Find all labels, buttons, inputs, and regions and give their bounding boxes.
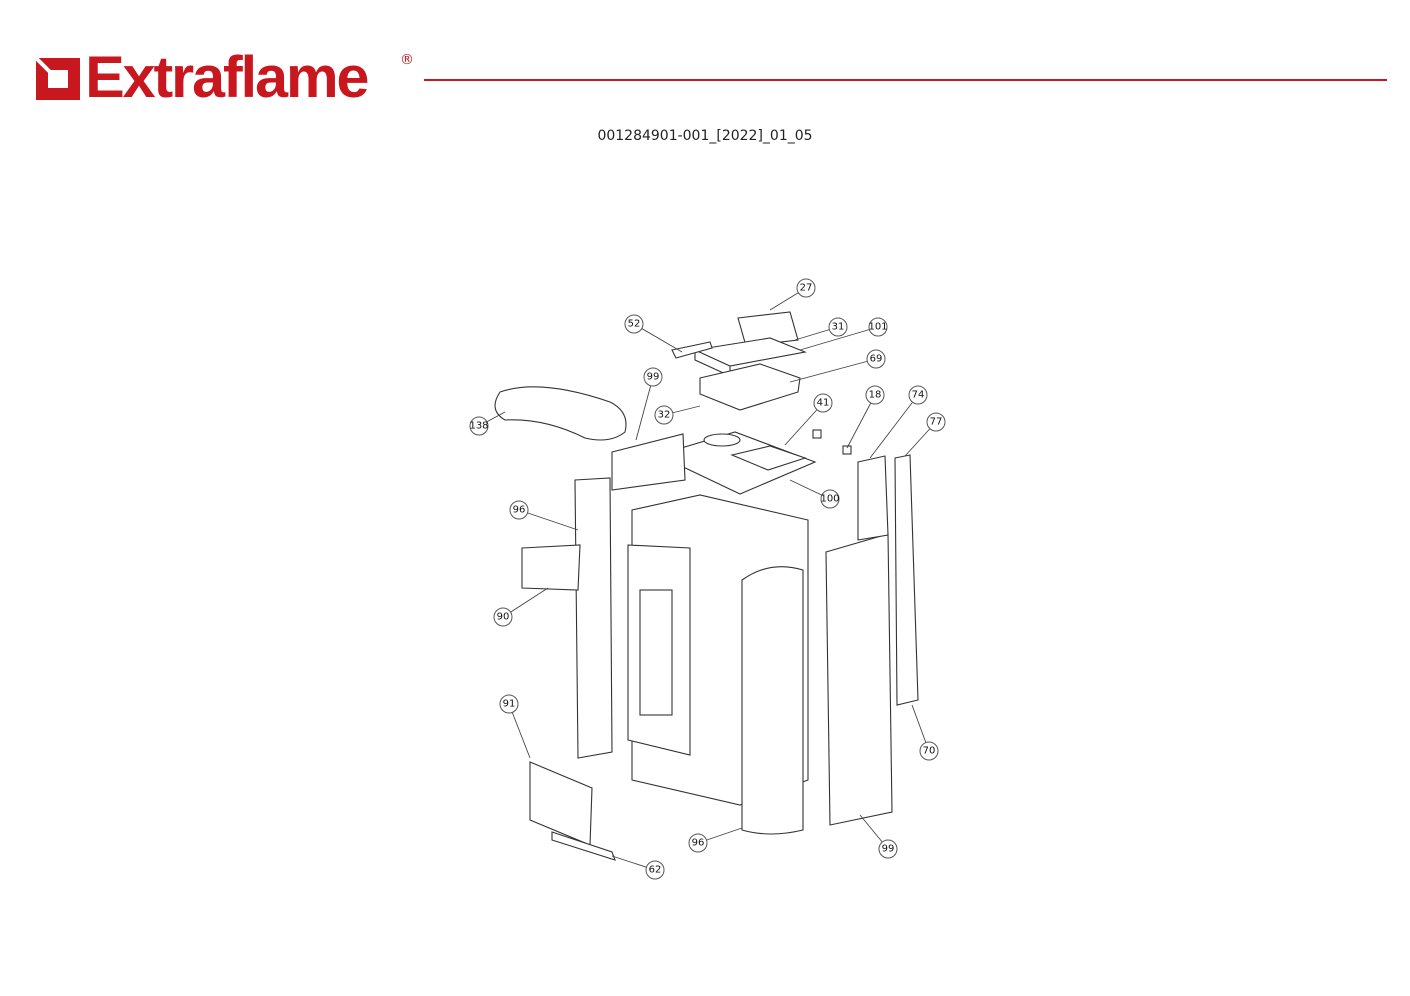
callout-99: 99 (859, 814, 898, 859)
part-90 (521, 544, 581, 591)
callout-99: 99 (635, 367, 663, 441)
callout-96: 96 (509, 500, 579, 531)
part-62 (551, 831, 616, 861)
part-99-right (825, 533, 893, 826)
callouts: 27 52 31 101 69 99 32 41 18 74 77 138 100 96 90 91 70 96 9… (469, 278, 946, 880)
brand-logo-mark-icon (34, 56, 80, 100)
callout-bubble (469, 416, 489, 436)
callout-label: 99 (647, 372, 660, 383)
callout-label: 18 (869, 390, 882, 401)
callout-bubble (624, 314, 644, 334)
callout-27: 27 (769, 278, 816, 311)
part-138 (494, 386, 627, 441)
callout-bubble (643, 367, 663, 387)
part-69 (699, 363, 801, 411)
callout-41: 41 (784, 393, 833, 446)
callout-62: 62 (611, 855, 665, 880)
callout-label: 69 (870, 354, 883, 365)
callout-bubble (919, 741, 939, 761)
callout-leader-line (508, 703, 531, 759)
callout-69: 69 (789, 349, 886, 383)
callout-label: 101 (868, 322, 887, 333)
part-74 (857, 455, 889, 541)
callout-bubble (866, 349, 886, 369)
callout-label: 31 (832, 322, 845, 333)
callout-label: 138 (469, 421, 488, 432)
callout-leader-line (518, 509, 579, 531)
brand-logo: Extraflame (34, 45, 369, 110)
callout-bubble (865, 385, 885, 405)
part-27 (737, 311, 799, 347)
brand-name: Extraflame (85, 45, 369, 110)
callout-70: 70 (911, 704, 939, 761)
callout-label: 74 (912, 390, 925, 401)
callout-leader-line (869, 394, 919, 459)
callout-label: 96 (513, 505, 526, 516)
callout-bubble (509, 500, 529, 520)
part-99-top (611, 433, 686, 491)
callout-31: 31 (794, 317, 848, 341)
callout-bubble (868, 317, 888, 337)
callout-100: 100 (789, 479, 840, 509)
header-rule (424, 79, 1387, 81)
part-91 (529, 761, 593, 846)
callout-label: 41 (817, 398, 830, 409)
callout-bubble (926, 412, 946, 432)
registered-mark: ® (400, 52, 414, 68)
part-52 (671, 341, 713, 359)
callout-bubble (828, 317, 848, 337)
callout-bubble (688, 833, 708, 853)
callout-bubble (878, 839, 898, 859)
callout-77: 77 (904, 412, 946, 457)
callout-90: 90 (493, 587, 549, 627)
callout-label: 100 (820, 494, 839, 505)
callout-91: 91 (499, 694, 531, 759)
callout-96: 96 (688, 827, 743, 853)
callout-bubble (820, 489, 840, 509)
callout-bubble (493, 607, 513, 627)
callout-32: 32 (654, 405, 701, 425)
callout-label: 52 (628, 319, 641, 330)
callout-label: 99 (882, 844, 895, 855)
callout-bubble (499, 694, 519, 714)
part-96-front (741, 566, 804, 835)
callout-label: 62 (649, 865, 662, 876)
callout-bubble (645, 860, 665, 880)
part-77-70 (894, 454, 919, 706)
callout-label: 90 (497, 612, 510, 623)
callout-leader-line (789, 358, 877, 383)
callout-bubble (908, 385, 928, 405)
callout-74: 74 (869, 385, 928, 459)
parts-drawing (494, 311, 919, 861)
callout-leader-line (799, 326, 879, 351)
callout-label: 96 (692, 838, 705, 849)
callout-label: 77 (930, 417, 943, 428)
callout-leader-line (635, 376, 654, 441)
callout-label: 70 (923, 746, 936, 757)
callout-18: 18 (846, 385, 885, 449)
callout-101: 101 (799, 317, 888, 351)
callout-leader-line (846, 394, 876, 449)
callout-138: 138 (469, 411, 506, 436)
callout-label: 27 (800, 283, 813, 294)
document-code: 001284901-001_[2022]_01_05 (597, 128, 813, 144)
part-96-left (574, 477, 613, 759)
callout-label: 32 (658, 410, 671, 421)
callout-bubble (813, 393, 833, 413)
callout-bubble (796, 278, 816, 298)
callout-52: 52 (624, 314, 683, 353)
callout-label: 91 (503, 699, 516, 710)
callout-bubble (654, 405, 674, 425)
